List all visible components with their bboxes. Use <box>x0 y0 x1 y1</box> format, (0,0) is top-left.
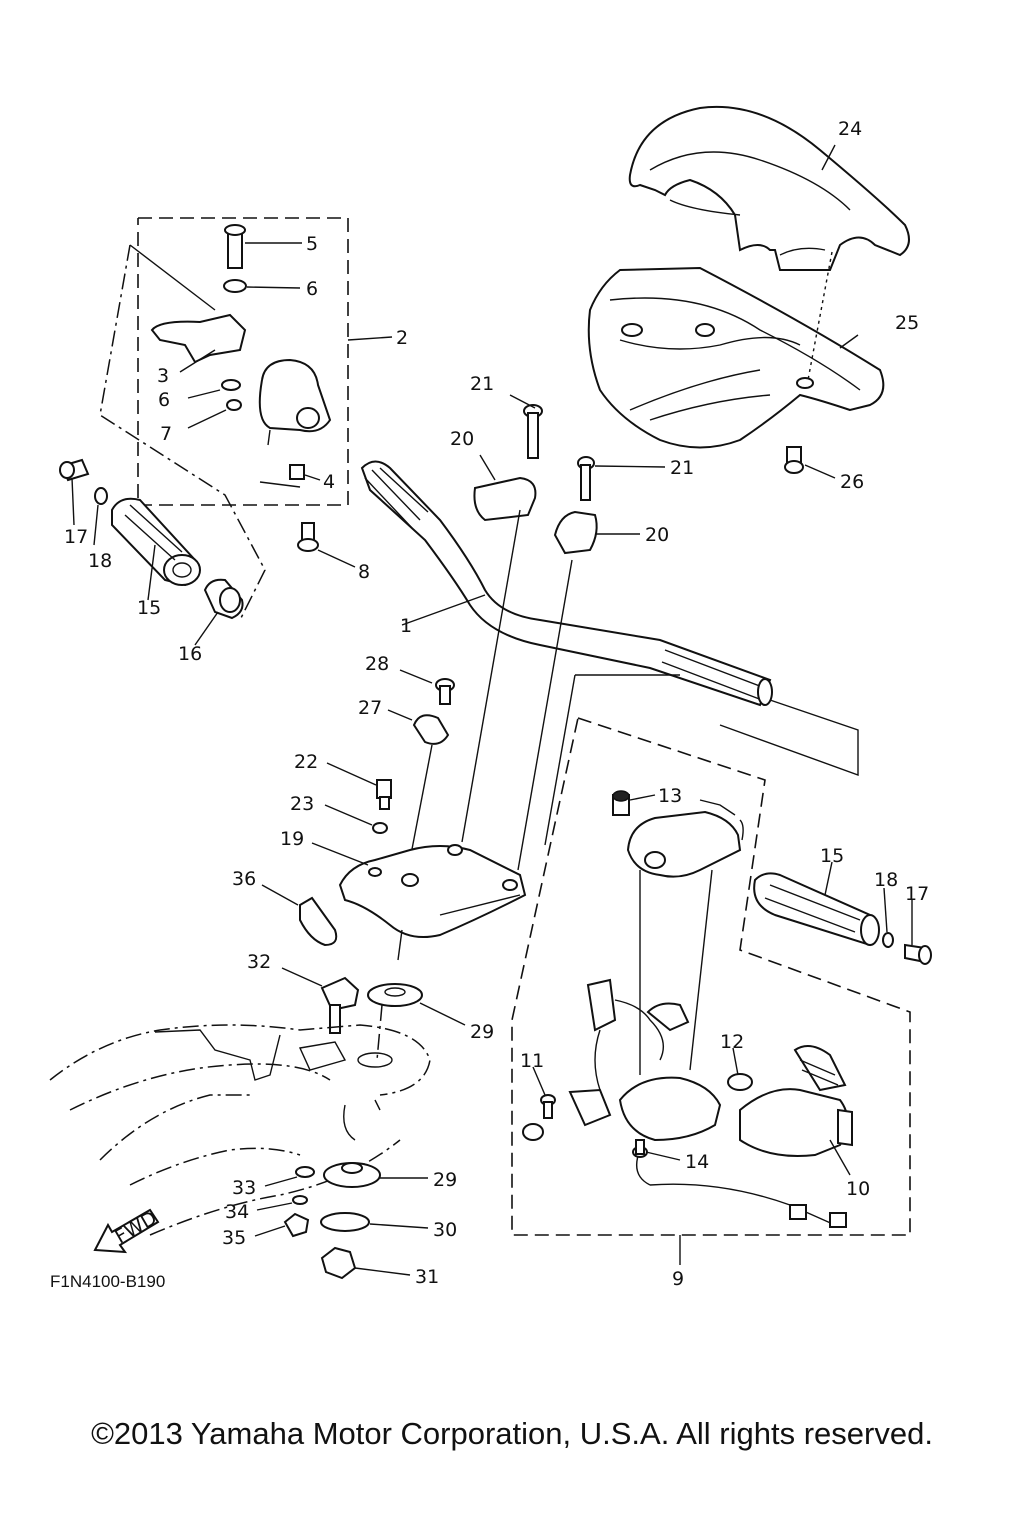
callout-5: 5 <box>306 233 318 255</box>
part-34-washer <box>292 1195 308 1205</box>
part-14-screw <box>632 1139 648 1158</box>
part-21-bolt-upper <box>523 404 543 459</box>
callout-28: 28 <box>365 653 389 675</box>
part-5-pin <box>224 224 246 269</box>
callout-36: 36 <box>232 868 256 890</box>
part-8-screw <box>297 522 319 552</box>
part-10-bracket <box>739 1045 853 1157</box>
part-36-cable-tie <box>299 896 338 947</box>
callout-20: 20 <box>645 524 669 546</box>
callout-15: 15 <box>137 597 161 619</box>
callout-20: 20 <box>450 428 474 450</box>
callout-21: 21 <box>470 373 494 395</box>
part-33-washer <box>295 1166 315 1178</box>
fwd-arrow-icon: FWD <box>93 1207 161 1254</box>
part-23-washer <box>372 822 388 834</box>
callout-29: 29 <box>470 1021 494 1043</box>
callout-9: 9 <box>672 1268 684 1290</box>
callout-6: 6 <box>306 278 318 300</box>
callout-32: 32 <box>247 951 271 973</box>
part-13-button <box>612 790 630 816</box>
part-26-screw <box>784 446 804 474</box>
callout-21: 21 <box>670 457 694 479</box>
callout-17: 17 <box>905 883 929 905</box>
part-4-nut <box>289 464 305 480</box>
callout-18: 18 <box>874 869 898 891</box>
callout-34: 34 <box>225 1201 249 1223</box>
callout-17: 17 <box>64 526 88 548</box>
hull-outline <box>49 1024 431 1236</box>
part-15-grip-right <box>753 872 880 947</box>
callout-26: 26 <box>840 471 864 493</box>
callout-14: 14 <box>685 1151 709 1173</box>
callout-8: 8 <box>358 561 370 583</box>
part-18-washer-right <box>882 932 894 948</box>
callout-35: 35 <box>222 1227 246 1249</box>
part-7-clip <box>226 399 242 411</box>
callout-24: 24 <box>838 118 862 140</box>
part-20-clamp-left <box>473 476 537 522</box>
part-20-clamp-right <box>553 510 598 555</box>
callout-25: 25 <box>895 312 919 334</box>
callout-15: 15 <box>820 845 844 867</box>
copyright-notice: ©2013 Yamaha Motor Corporation, U.S.A. A… <box>91 1416 933 1451</box>
diagram-code: F1N4100-B190 <box>50 1272 165 1291</box>
part-18-washer-left <box>94 487 108 505</box>
part-17-screw-left <box>59 458 90 482</box>
part-32-clip <box>320 976 360 1034</box>
callout-6: 6 <box>158 389 170 411</box>
callout-16: 16 <box>178 643 202 665</box>
part-22-fitting <box>376 779 392 810</box>
part-29-grommet-upper <box>367 983 423 1007</box>
switch-housing <box>626 799 744 878</box>
part-25-cover-lower <box>587 266 885 449</box>
callout-12: 12 <box>720 1031 744 1053</box>
callout-23: 23 <box>290 793 314 815</box>
callout-33: 33 <box>232 1177 256 1199</box>
callout-22: 22 <box>294 751 318 773</box>
callout-10: 10 <box>846 1178 870 1200</box>
callout-4: 4 <box>323 471 335 493</box>
part-15-grip-left <box>111 497 201 587</box>
part-16-weight <box>203 578 244 620</box>
part-30-washer <box>320 1212 370 1232</box>
part-21-bolt-lower <box>577 456 595 501</box>
callout-3: 3 <box>157 365 169 387</box>
callout-27: 27 <box>358 697 382 719</box>
callout-18: 18 <box>88 550 112 572</box>
part-28-screw <box>435 678 455 705</box>
callout-13: 13 <box>658 785 682 807</box>
part-35-nut <box>283 1212 310 1238</box>
part-19-steering-plate <box>338 844 527 938</box>
callout-19: 19 <box>280 828 304 850</box>
callout-2: 2 <box>396 327 408 349</box>
part-3-lever <box>150 313 247 364</box>
throttle-housing <box>258 358 332 446</box>
callout-11: 11 <box>520 1050 544 1072</box>
part-31-nut <box>320 1246 357 1280</box>
part-12-grommet <box>727 1073 753 1091</box>
part-1-handlebar <box>360 460 773 707</box>
callout-29: 29 <box>433 1169 457 1191</box>
part-6-washer <box>223 279 247 293</box>
callout-30: 30 <box>433 1219 457 1241</box>
part-switch-wiring <box>568 978 847 1228</box>
callout-31: 31 <box>415 1266 439 1288</box>
part-17-screw-right <box>904 943 932 965</box>
part-24-handlebar-cover <box>628 105 910 271</box>
part-11-screw <box>522 1094 556 1141</box>
part-27-clamp <box>412 714 450 745</box>
callout-labels: 1 2 3 4 5 6 6 7 8 9 10 11 12 13 14 15 15… <box>64 118 929 1290</box>
callout-1: 1 <box>400 615 412 637</box>
callout-7: 7 <box>160 423 172 445</box>
part-29-grommet-lower <box>323 1162 381 1188</box>
